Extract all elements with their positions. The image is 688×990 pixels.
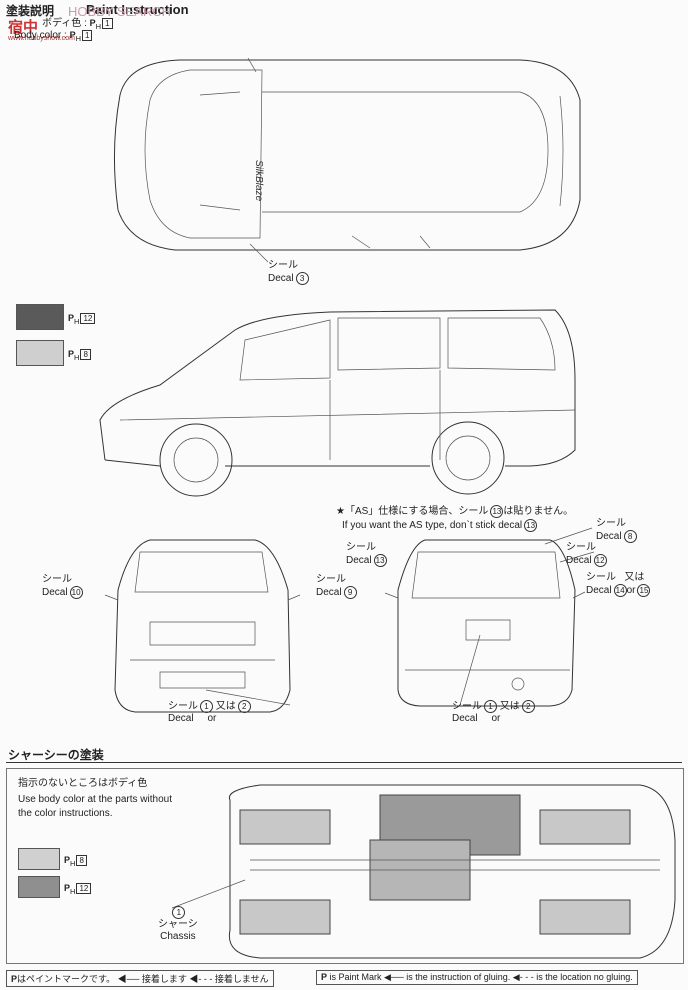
legend-jp: Pはペイントマークです。 ◀── 接着します ◀- - - 接着しません <box>6 970 274 987</box>
page-title: Paint Instruction <box>86 2 189 17</box>
watermark-url: www.hobbyshow.com <box>8 35 75 42</box>
chassis-note-en-1: Use body color at the parts without <box>18 794 172 805</box>
legend-en: P is Paint Mark ◀── is the instruction o… <box>316 970 638 985</box>
chassis-underside <box>228 784 676 959</box>
as-note-en: If you want the AS type, don`t stick dec… <box>342 519 538 532</box>
watermark-site: HOBBY SEARCH <box>68 4 172 19</box>
car-side-view <box>99 309 576 497</box>
watermark-logo: 宿中 <box>8 19 39 36</box>
windshield-banner-text: SilkBlaze <box>253 160 264 202</box>
car-rear-view <box>384 539 586 707</box>
car-top-view <box>113 57 581 251</box>
car-front-view <box>104 539 301 713</box>
swatch-light-grey <box>16 340 64 366</box>
page-title-jp: 塗装説明 <box>6 4 55 18</box>
leader-lines <box>171 243 595 909</box>
chassis-part-label: 1 シャーシ Chassis <box>158 906 198 942</box>
chassis-section-title: シャーシーの塗装 <box>8 748 104 762</box>
section-divider <box>6 762 682 763</box>
chassis-swatch-light <box>18 848 60 870</box>
chassis-swatch-dark <box>18 876 60 898</box>
chassis-note-jp: 指示のないところはボディ色 <box>18 778 148 789</box>
swatch-dark-grey <box>16 304 64 330</box>
chassis-note-en-2: the color instructions. <box>18 808 113 819</box>
chassis-frame <box>6 768 684 964</box>
